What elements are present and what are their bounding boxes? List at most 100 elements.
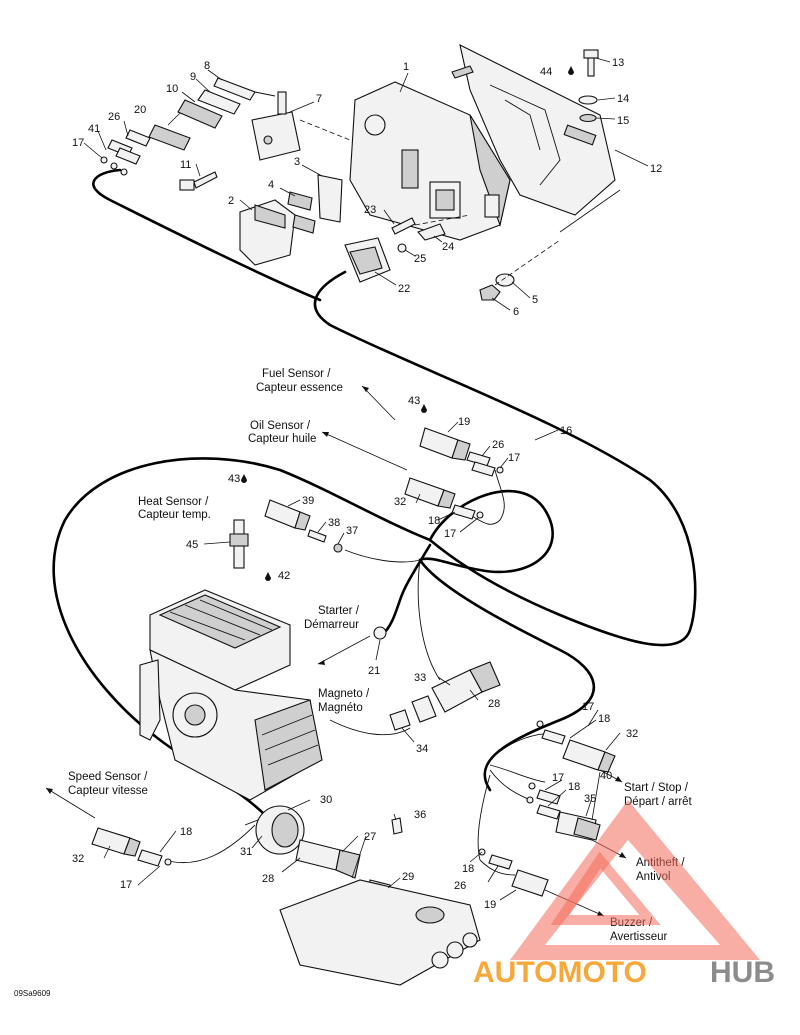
part-number: 32 <box>72 853 84 865</box>
fuel-sensor-label: Fuel Sensor / <box>262 368 331 380</box>
buzzer-label: Avertisseur <box>610 931 667 943</box>
part-number: 9 <box>190 71 196 83</box>
part-number: 42 <box>278 570 290 582</box>
mounting-bracket <box>451 43 616 216</box>
part-number: 11 <box>180 159 191 171</box>
part-number: 40 <box>600 770 612 782</box>
part-number: 20 <box>134 104 146 116</box>
part-number: 14 <box>617 93 629 105</box>
speed-sensor-30 <box>244 805 305 855</box>
part-number: 17 <box>72 137 84 149</box>
part-number: 26 <box>454 880 466 892</box>
part-number: 19 <box>484 899 496 911</box>
part-number: 26 <box>492 439 504 451</box>
part-numbers: 1 2 3 4 5 6 7 8 9 10 11 12 13 14 15 16 1… <box>72 57 662 911</box>
oil-sensor-connector-32 <box>404 477 456 509</box>
part-number: 6 <box>513 306 519 318</box>
watermark-triangle-icon <box>510 800 760 960</box>
control-module <box>349 81 511 241</box>
screw-11 <box>179 171 218 191</box>
part-number: 30 <box>320 794 332 806</box>
part-number: 44 <box>540 66 552 78</box>
start-stop-connectors <box>536 720 616 773</box>
part-number: 28 <box>262 873 274 885</box>
part-number: 2 <box>228 195 234 207</box>
part-number: 19 <box>458 416 470 428</box>
magneto-label: Magnéto <box>318 702 363 714</box>
magneto-label: Magneto / <box>318 688 370 700</box>
part-number: 18 <box>568 781 580 793</box>
part-number: 43 <box>408 395 420 407</box>
fitting-36 <box>391 817 403 835</box>
part-number: 24 <box>442 241 454 253</box>
bolt-and-washers <box>568 49 599 123</box>
speed-sensor-connectors <box>91 827 172 867</box>
start-stop-label: Start / Stop / <box>624 782 689 794</box>
part-number: 33 <box>414 672 426 684</box>
start-stop-label: Départ / arrêt <box>624 796 693 808</box>
part-number: 39 <box>302 495 314 507</box>
magneto-connectors <box>389 661 501 731</box>
part-number: 3 <box>294 156 300 168</box>
part-number: 18 <box>598 713 610 725</box>
heat-sensor-label: Capteur temp. <box>138 509 211 521</box>
part-number: 32 <box>626 728 638 740</box>
part-number: 28 <box>488 698 500 710</box>
part-number: 38 <box>328 517 340 529</box>
speed-sensor-label: Capteur vitesse <box>68 785 148 797</box>
part-number: 35 <box>584 793 596 805</box>
part-number: 37 <box>346 525 358 537</box>
connector-group-8-9-10 <box>177 77 276 129</box>
relay-block-2 <box>239 199 296 266</box>
lower-housing <box>279 879 481 986</box>
part-number: 29 <box>402 871 414 883</box>
oil-sensor-label: Oil Sensor / <box>250 420 311 432</box>
part-number: 18 <box>180 826 192 838</box>
engine <box>139 589 323 801</box>
part-number: 7 <box>316 93 322 105</box>
part-number: 36 <box>414 809 426 821</box>
heat-sensor-45 <box>229 404 427 581</box>
part-number: 17 <box>552 772 564 784</box>
part-number: 1 <box>403 61 409 73</box>
part-number: 22 <box>398 283 410 295</box>
part-number: 23 <box>364 204 376 216</box>
fuel-sensor-connector-19 <box>419 427 471 461</box>
starter-label: Starter / <box>318 605 360 617</box>
nut-and-washer <box>479 239 561 301</box>
watermark-logo: AUTOMOTO HUB <box>473 800 775 989</box>
part-number: 4 <box>268 179 274 191</box>
watermark-text-primary: AUTOMOTO <box>473 956 647 989</box>
part-number: 15 <box>617 115 629 127</box>
part-number: 45 <box>186 539 198 551</box>
part-number: 17 <box>444 528 456 540</box>
connector-group-20-26-41 <box>100 124 191 176</box>
starter-label: Démarreur <box>304 619 359 631</box>
antitheft-connector-35-40 <box>526 782 601 841</box>
watermark-text-secondary: HUB <box>710 956 775 989</box>
fuel-sensor-label: Capteur essence <box>256 382 343 394</box>
relay-parts-3-4 <box>287 174 343 234</box>
part-number: 41 <box>88 123 100 135</box>
starter-terminal-21 <box>373 626 387 640</box>
part-number: 12 <box>650 163 662 175</box>
component-labels: Fuel Sensor / Capteur essence Oil Sensor… <box>14 368 693 998</box>
drawing-code: 09Sa9609 <box>14 989 51 998</box>
heat-sensor-label: Heat Sensor / <box>138 496 209 508</box>
part-number: 5 <box>532 294 538 306</box>
part-number: 17 <box>508 452 520 464</box>
part-number: 21 <box>368 665 380 677</box>
part-number: 18 <box>428 515 440 527</box>
part-number: 34 <box>416 743 428 755</box>
speed-sensor-label: Speed Sensor / <box>68 771 148 783</box>
fasteners-23-24-25 <box>391 214 471 253</box>
part-number: 10 <box>166 83 178 95</box>
terminals-37-38 <box>307 529 343 553</box>
part-number: 17 <box>120 879 132 891</box>
part-number: 31 <box>240 846 252 858</box>
connector-22 <box>344 237 391 283</box>
heat-sensor-connector-39 <box>264 499 311 531</box>
part-number: 25 <box>414 253 426 265</box>
connector-26-oil <box>466 451 504 477</box>
